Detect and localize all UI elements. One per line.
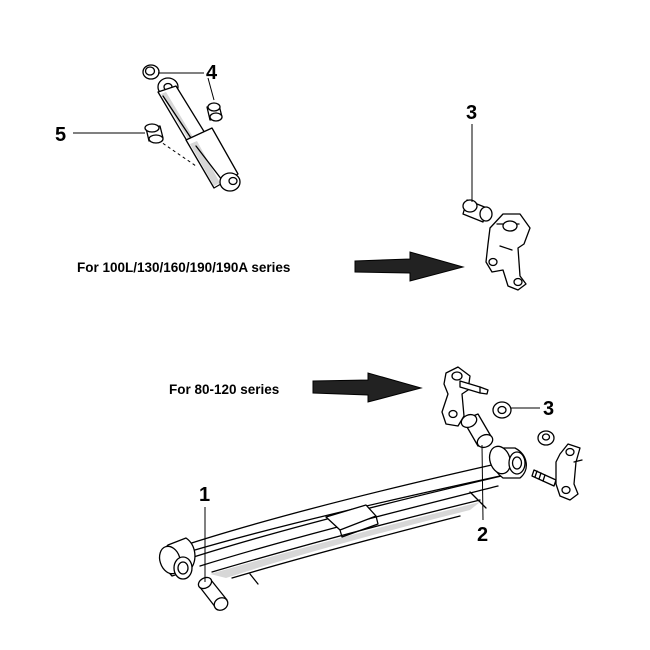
shock-absorber [142, 64, 241, 192]
upper-shackle-bushing [462, 199, 493, 223]
shock-bushing-5 [144, 123, 164, 144]
spring-center-clamp [325, 504, 379, 538]
callout-2-leader [481, 444, 484, 521]
thick-arrow-right-icon [312, 372, 423, 403]
callout-4: 4 [206, 62, 218, 84]
spring-rear-eye [488, 445, 527, 479]
shock-bushing-4 [206, 102, 223, 122]
leaf-spring [158, 445, 527, 585]
upper-shackle-assembly [462, 199, 531, 291]
lower-series-note: For 80-120 series [169, 382, 279, 397]
callout-5: 5 [55, 124, 66, 146]
upper-series-note: For 100L/130/160/190/190A series [77, 260, 290, 275]
callout-3-lower: 3 [543, 398, 554, 420]
callout-3-upper: 3 [466, 102, 477, 124]
shackle-bushing-3-upper [492, 401, 512, 419]
thick-arrow-right-icon [354, 251, 465, 282]
shackle-spacer-tube [460, 413, 494, 449]
callout-4-leader-b [207, 77, 215, 101]
callout-1: 1 [199, 484, 210, 506]
spring-front-eye [158, 537, 196, 580]
shock-upper-bushing-front [142, 64, 160, 80]
front-eye-bushing [197, 576, 229, 611]
callout-2: 2 [477, 524, 488, 546]
shackle-bushing-3-lower [537, 430, 555, 446]
lower-shackle-assembly [441, 366, 583, 501]
